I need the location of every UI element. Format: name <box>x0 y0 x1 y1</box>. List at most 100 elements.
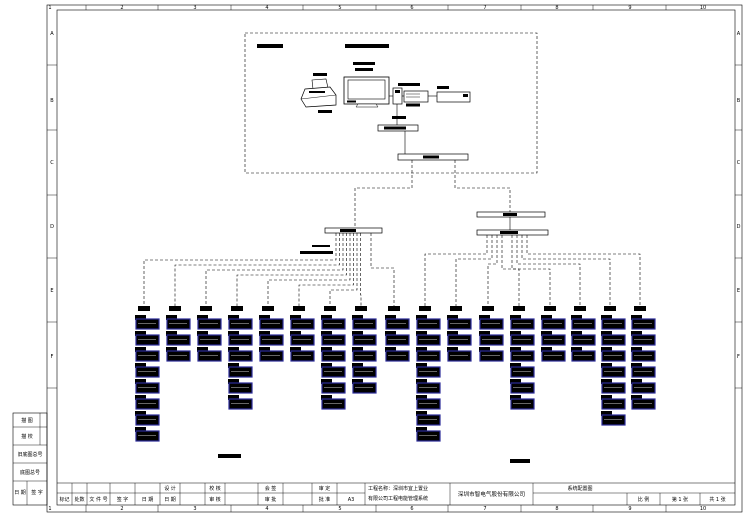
scale-label: 比 例 <box>638 496 650 503</box>
column-feeder-label <box>544 306 556 311</box>
bottom-column-label: 5 <box>338 506 341 512</box>
sheet-size: A3 <box>348 497 355 503</box>
revision-header: 签 字 <box>117 496 129 503</box>
meter-icon <box>447 315 472 330</box>
meter-column <box>601 306 626 426</box>
meter-icon <box>510 347 535 362</box>
meter-icon <box>601 331 626 346</box>
meter-icon <box>510 363 535 378</box>
rs485-bus-line <box>205 233 344 306</box>
bottom-column-label: 10 <box>700 506 706 512</box>
top-column-label: 9 <box>628 5 631 11</box>
meter-icon <box>259 331 284 346</box>
meter-icon <box>352 363 377 378</box>
table-row-label: 描 校 <box>21 433 33 440</box>
rs485-bus-line <box>143 233 337 306</box>
meter-icon <box>135 315 160 330</box>
meter-icon <box>197 331 222 346</box>
meter-column <box>290 306 315 362</box>
meter-icon <box>416 411 441 426</box>
meter-column <box>352 306 377 394</box>
meter-icon <box>631 315 656 330</box>
table-row-label: 描 图 <box>21 417 33 424</box>
column-feeder-label <box>262 306 274 311</box>
meter-icon <box>541 315 566 330</box>
meter-icon <box>352 379 377 394</box>
column-feeder-label <box>200 306 212 311</box>
left-row-label: E <box>50 288 53 294</box>
rs485-bus-line <box>236 233 347 306</box>
meter-column <box>479 306 504 362</box>
meter-column <box>416 306 441 442</box>
top-column-label: 7 <box>483 5 486 11</box>
meter-icon <box>135 347 160 362</box>
company-name: 深圳市智电气股份有限公司 <box>458 490 525 498</box>
meter-icon <box>228 379 253 394</box>
trunk-lines <box>354 160 511 228</box>
meter-icon <box>135 411 160 426</box>
column-feeder-label <box>324 306 336 311</box>
meter-icon <box>135 427 160 442</box>
column-feeder-label <box>604 306 616 311</box>
meter-icon <box>601 395 626 410</box>
left-row-label: A <box>50 31 54 37</box>
meter-icon <box>228 347 253 362</box>
reviewer-label: 审 核 <box>209 496 221 503</box>
meter-icon <box>510 395 535 410</box>
protocol-converter-icon <box>397 153 469 161</box>
meter-column <box>259 306 284 362</box>
sheet-number: 第 1 张 <box>672 496 688 503</box>
bottom-column-label: 2 <box>120 506 123 512</box>
label-bar <box>218 454 241 458</box>
meter-icon <box>228 395 253 410</box>
meter-icon <box>416 315 441 330</box>
left-record-table: 描 图 描 校 旧底图总号 底图总号 日 期 签 字 <box>12 412 48 506</box>
meter-icon <box>166 315 191 330</box>
meter-icon <box>416 363 441 378</box>
meter-icon <box>352 331 377 346</box>
rs485-bus-line <box>521 235 611 306</box>
meter-icon <box>228 331 253 346</box>
date-label: 日 期 <box>14 490 26 496</box>
meter-icon <box>385 331 410 346</box>
meter-icon <box>447 347 472 362</box>
bottom-column-label: 6 <box>410 506 413 512</box>
meter-column <box>631 306 656 410</box>
rs485-bus-line <box>501 235 520 306</box>
checker-label: 校 核 <box>209 485 221 492</box>
countersign-label: 会 签 <box>265 485 277 492</box>
outer-border <box>46 4 743 513</box>
meter-icon <box>290 331 315 346</box>
meter-icon <box>290 315 315 330</box>
meter-icon <box>479 347 504 362</box>
rs485-bus-line <box>360 233 362 306</box>
rs485-bus-line <box>298 233 354 306</box>
left-row-label: C <box>50 160 54 166</box>
meter-icon <box>601 315 626 330</box>
meter-column <box>135 306 160 442</box>
rs485-bus-line <box>455 235 493 306</box>
examiner-label: 审 定 <box>319 485 331 492</box>
data-server-icon <box>403 90 429 107</box>
meter-icon <box>385 315 410 330</box>
meter-icon <box>571 347 596 362</box>
meter-column <box>166 306 191 362</box>
control-room-boundary <box>244 32 538 174</box>
column-feeder-label <box>355 306 367 311</box>
label-bar <box>345 44 389 48</box>
meter-column <box>541 306 566 362</box>
approval-label: 审 批 <box>265 496 277 503</box>
meter-column <box>447 306 472 362</box>
label-bar <box>510 459 530 463</box>
revision-header: 标记 <box>59 496 69 503</box>
rs485-bus-line <box>511 235 551 306</box>
title-block: 标记 处数 文 件 号 签 字 日 期 设 计 校 核 会 签 审 定 日 期 … <box>57 482 735 505</box>
label-bar <box>312 245 330 247</box>
meter-icon <box>510 379 535 394</box>
meter-icon <box>197 347 222 362</box>
top-column-label: 10 <box>700 5 706 11</box>
meter-icon <box>541 331 566 346</box>
meter-icon <box>135 331 160 346</box>
right-row-label: D <box>737 224 741 230</box>
